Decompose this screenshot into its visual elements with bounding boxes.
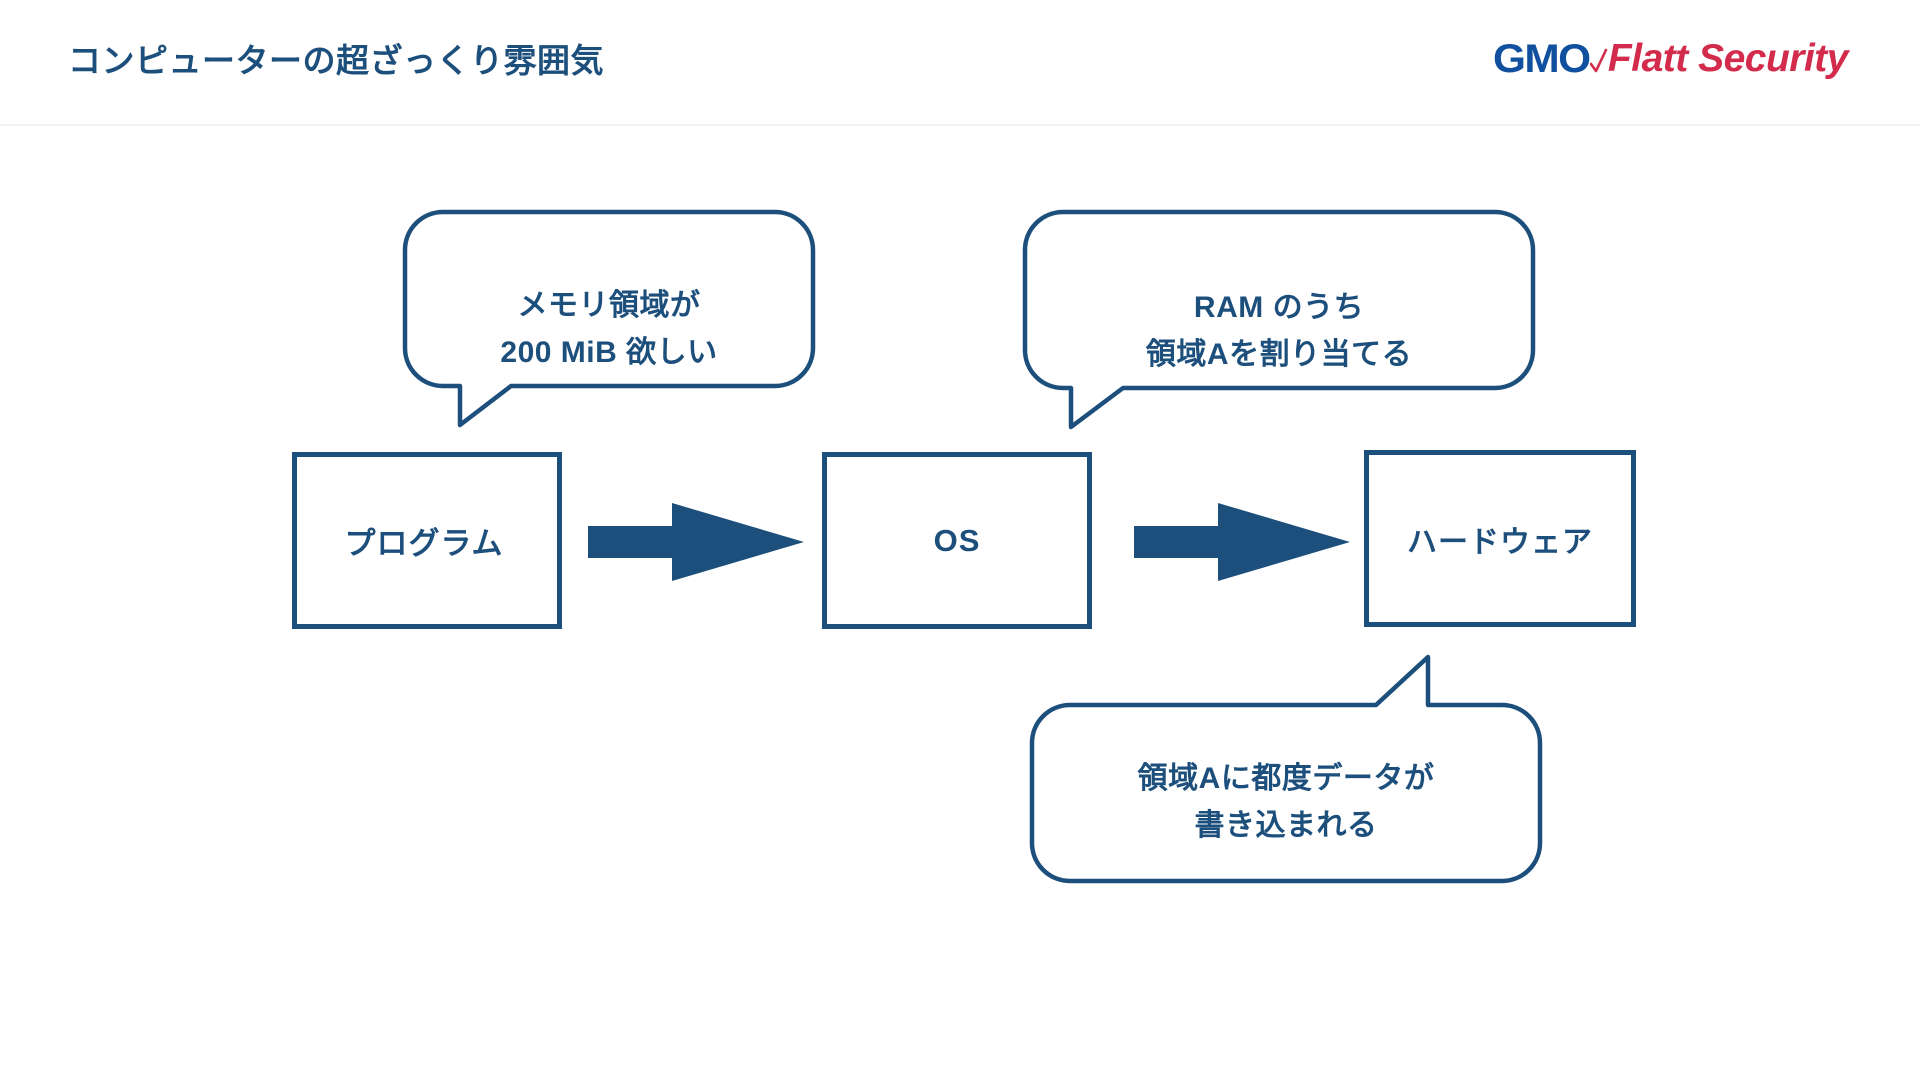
diagram-node-hardware-label: ハードウェア [1407, 525, 1593, 559]
page-title: コンピューターの超ざっくり雰囲気 [68, 42, 604, 79]
diagram-node-program: プログラム [292, 452, 562, 629]
logo-flatt-security-text: Flatt Security [1607, 37, 1849, 80]
brand-logo: GMO Flatt Security [1492, 36, 1849, 82]
speech-bubble-ram-allocation: RAM のうち 領域Aを割り当てる [1022, 209, 1536, 430]
diagram-node-os-label: OS [933, 522, 981, 558]
speech-bubble-memory-request: メモリ領域が 200 MiB 欲しい [402, 209, 816, 428]
slide-header: コンピューターの超ざっくり雰囲気 GMO Flatt Security [0, 0, 1920, 126]
logo-gmo-text: GMO [1492, 36, 1591, 81]
logo-checkmark-icon [1589, 46, 1608, 73]
diagram-node-program-label: プログラム [344, 526, 504, 561]
diagram-node-os: OS [822, 452, 1092, 629]
arrow-os-to-hardware [1134, 503, 1350, 586]
arrow-program-to-os [588, 503, 804, 586]
header-divider [0, 124, 1920, 126]
speech-bubble-data-write: 領域Aに都度データが 書き込まれる [1029, 654, 1543, 884]
diagram-node-hardware: ハードウェア [1364, 450, 1636, 627]
